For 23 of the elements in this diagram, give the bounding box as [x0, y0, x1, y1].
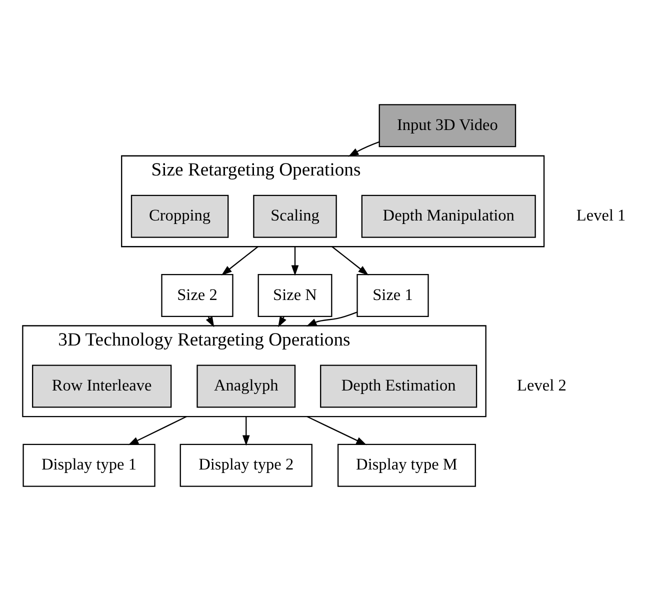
node-box: Anaglyph [196, 364, 296, 408]
node-box: Size N [258, 273, 332, 317]
node-box: Input 3D Video [378, 104, 516, 147]
arrow [306, 416, 367, 445]
node-box: Size 1 [356, 273, 429, 317]
node-box: Display type 2 [180, 443, 312, 486]
node-box: Display type M [337, 443, 476, 486]
node-box: Display type 1 [22, 443, 156, 486]
label: Level 1 [576, 205, 626, 224]
arrow [306, 311, 358, 326]
label: Level 2 [517, 375, 566, 394]
node-box: Cropping [130, 194, 229, 238]
node-box: Scaling [253, 194, 337, 238]
node-box: Depth Estimation [320, 364, 478, 408]
arrow [348, 140, 380, 156]
node-box: Row Interleave [32, 364, 172, 408]
arrow [242, 416, 250, 446]
arrow [332, 246, 369, 275]
arrow [291, 246, 299, 276]
arrow [221, 246, 258, 275]
arrow [128, 416, 187, 445]
node-box: Depth Manipulation [361, 194, 536, 238]
node-box: Size 2 [161, 273, 234, 317]
